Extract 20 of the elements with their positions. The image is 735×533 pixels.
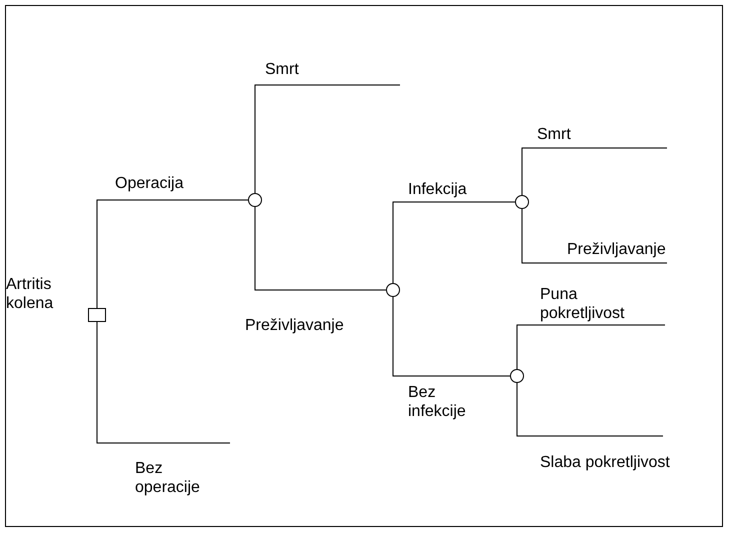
edge-label: Slaba pokretljivost [540, 453, 670, 472]
chance-circle [386, 283, 400, 297]
decision-square [88, 308, 106, 322]
branch-line [392, 296, 510, 376]
chance-circle [248, 193, 262, 207]
branch-line [254, 84, 400, 194]
branch-line [522, 208, 668, 264]
branch-line [96, 322, 230, 444]
branch-line [392, 202, 516, 284]
chance-circle [510, 369, 524, 383]
edge-label: Preživljavanje [567, 240, 666, 259]
branch-line [254, 206, 386, 290]
branch-line [522, 148, 668, 196]
edge-label: Infekcija [408, 180, 467, 199]
branch-line [516, 382, 664, 436]
edge-label: Operacija [115, 174, 184, 193]
chance-circle [515, 195, 529, 209]
branch-line [96, 200, 248, 308]
branch-line [516, 324, 666, 370]
edge-label: Preživljavanje [245, 316, 344, 335]
